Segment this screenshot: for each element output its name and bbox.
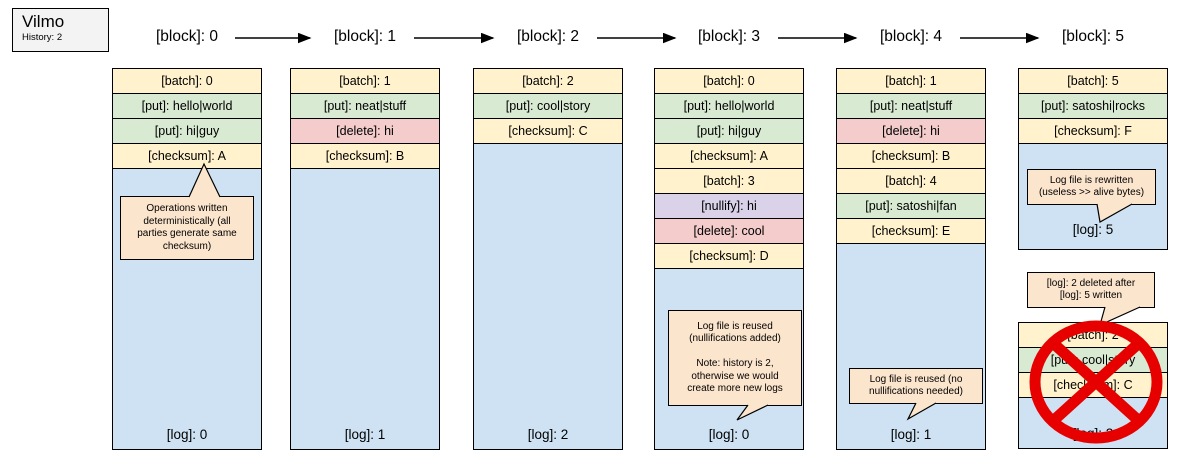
- op-row-batch: [batch]: 0: [654, 68, 804, 94]
- op-row-batch: [batch]: 1: [290, 68, 440, 94]
- op-row-batch: [batch]: 1: [836, 68, 986, 94]
- op-row-checksum: [checksum]: A: [112, 143, 262, 169]
- block-header-1: [block]: 1: [333, 28, 397, 45]
- op-row-batch: [batch]: 2: [473, 68, 623, 94]
- block-header-4: [block]: 4: [879, 28, 943, 45]
- op-row-put: [put]: hello|world: [112, 93, 262, 119]
- op-row-checksum: [checksum]: B: [836, 143, 986, 169]
- op-row-put: [put]: neat|stuff: [290, 93, 440, 119]
- callout-tail: [736, 404, 769, 421]
- op-row-put: [put]: hi|guy: [112, 118, 262, 144]
- block-header-2: [block]: 2: [516, 28, 580, 45]
- callout-tail: [906, 402, 937, 421]
- callout-deterministic: Operations written deterministically (al…: [120, 196, 254, 260]
- op-row-checksum: [checksum]: A: [654, 143, 804, 169]
- op-row-put: [put]: satoshi|fan: [836, 193, 986, 219]
- block-header-0: [block]: 0: [155, 28, 219, 45]
- block-column-3: [batch]: 0 [put]: hello|world [put]: hi|…: [654, 68, 804, 450]
- callout-deleted-after: [log]: 2 deleted after [log]: 5 written: [1027, 272, 1155, 308]
- op-row-checksum: [checksum]: C: [473, 118, 623, 144]
- log-label: [log]: 0: [166, 427, 208, 442]
- op-row-checksum: [checksum]: E: [836, 218, 986, 244]
- op-row-checksum: [checksum]: F: [1018, 118, 1168, 144]
- app-title: Vilmo: [22, 12, 65, 31]
- legend-box: Vilmo History: 2: [12, 8, 109, 52]
- log-label: [log]: 0: [708, 427, 750, 442]
- log-file-box: [log]: 1: [290, 168, 440, 450]
- log-label: [log]: 1: [344, 427, 386, 442]
- callout-tail: [1096, 203, 1133, 223]
- op-row-batch: [batch]: 5: [1018, 68, 1168, 94]
- block-header-5: [block]: 5: [1061, 28, 1125, 45]
- op-row-batch: [batch]: 3: [654, 168, 804, 194]
- op-row-checksum: [checksum]: D: [654, 243, 804, 269]
- op-row-nullify: [nullify]: hi: [654, 193, 804, 219]
- op-row-put: [put]: hello|world: [654, 93, 804, 119]
- log-file-box: [log]: 2: [473, 143, 623, 450]
- op-row-delete: [delete]: hi: [836, 118, 986, 144]
- block-column-2: [batch]: 2 [put]: cool|story [checksum]:…: [473, 68, 623, 450]
- log-label: [log]: 1: [890, 427, 932, 442]
- block-column-4: [batch]: 1 [put]: neat|stuff [delete]: h…: [836, 68, 986, 450]
- op-row-put: [put]: cool|story: [473, 93, 623, 119]
- log-label: [log]: 2: [527, 427, 569, 442]
- prohibition-x-icon: [1029, 320, 1163, 444]
- op-row-delete: [delete]: hi: [290, 118, 440, 144]
- callout-tail: [188, 162, 221, 198]
- op-row-delete: [delete]: cool: [654, 218, 804, 244]
- op-row-batch: [batch]: 4: [836, 168, 986, 194]
- block-header-3: [block]: 3: [697, 28, 761, 45]
- op-row-put: [put]: satoshi|rocks: [1018, 93, 1168, 119]
- history-setting: History: 2: [22, 32, 63, 43]
- callout-reused-nullifications: Log file is reused (nullifications added…: [668, 310, 802, 406]
- block-column-1: [batch]: 1 [put]: neat|stuff [delete]: h…: [290, 68, 440, 450]
- log-label: [log]: 5: [1072, 222, 1114, 237]
- flow-arrows: [235, 32, 1040, 44]
- callout-rewritten: Log file is rewritten (useless >> alive …: [1027, 169, 1156, 205]
- op-row-batch: [batch]: 0: [112, 68, 262, 94]
- op-row-checksum: [checksum]: B: [290, 143, 440, 169]
- op-row-put: [put]: neat|stuff: [836, 93, 986, 119]
- op-row-put: [put]: hi|guy: [654, 118, 804, 144]
